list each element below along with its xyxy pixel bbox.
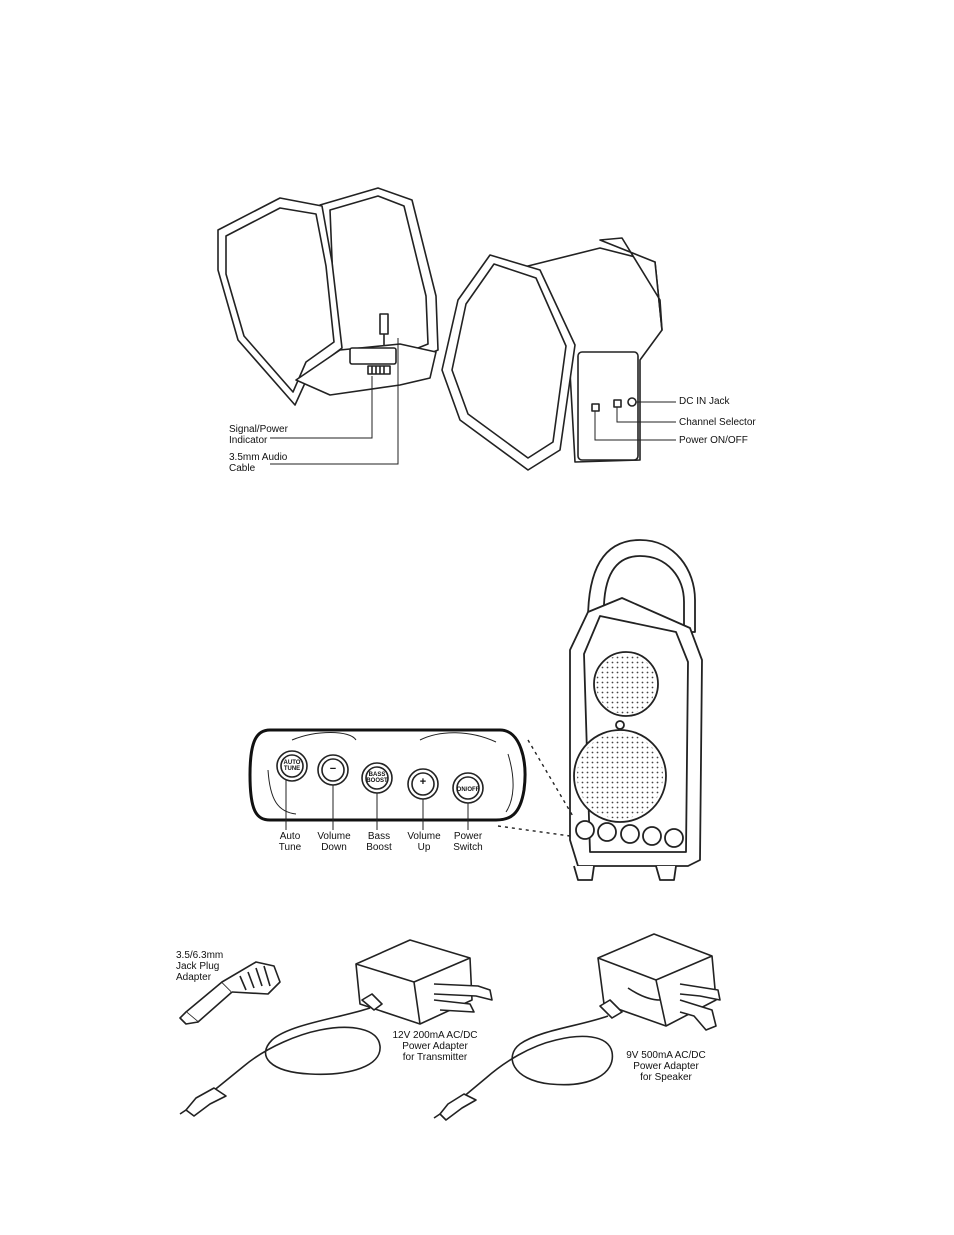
- jack-plug-adapter-label: 3.5/6.3mm Jack Plug Adapter: [176, 950, 223, 983]
- transmitter-adapter-label: 12V 200mA AC/DC Power Adapter for Transm…: [380, 1030, 490, 1063]
- speaker-adapter-label: 9V 500mA AC/DC Power Adapter for Speaker: [616, 1050, 716, 1083]
